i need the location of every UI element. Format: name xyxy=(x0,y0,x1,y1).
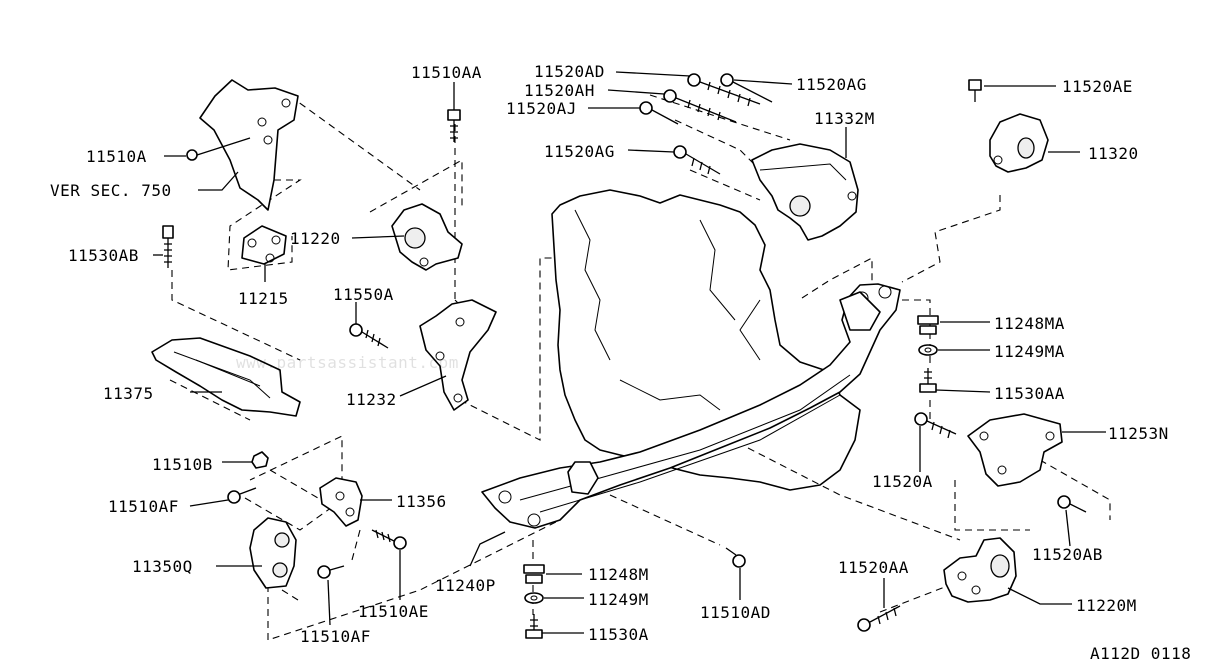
bracket-11375 xyxy=(151,337,301,417)
upper-left-bracket xyxy=(199,79,299,211)
nut-11510b xyxy=(251,451,269,469)
label-11520a: 11520A xyxy=(872,472,933,491)
bolt-11510ad xyxy=(725,547,746,568)
label-11249ma: 11249MA xyxy=(994,342,1065,361)
label-11530a: 11530A xyxy=(588,625,649,644)
label-11240p: 11240P xyxy=(435,576,496,595)
label-11220: 11220 xyxy=(290,229,341,248)
washer-11249ma xyxy=(918,344,938,356)
label-11253n: 11253N xyxy=(1108,424,1169,443)
label-11520ag-top: 11520AG xyxy=(796,75,867,94)
mount-11220 xyxy=(391,203,463,271)
bolt-11530ab xyxy=(162,225,174,268)
label-11530ab: 11530AB xyxy=(68,246,139,265)
label-11520ad: 11520AD xyxy=(534,62,605,81)
label-11332m: 11332M xyxy=(814,109,875,128)
bolt-11510af-lower xyxy=(317,565,345,579)
label-11510aa: 11510AA xyxy=(411,63,482,82)
bolt-11510ae xyxy=(371,529,407,550)
center-member xyxy=(481,283,901,529)
watermark: www.partsassistant.com xyxy=(236,353,459,372)
bolt-11530aa xyxy=(919,368,937,393)
insulator-11248m xyxy=(523,564,545,584)
label-11510ad: 11510AD xyxy=(700,603,771,622)
bolt-11510af-upper xyxy=(227,487,257,504)
label-11520aa: 11520AA xyxy=(838,558,909,577)
label-11520ag-mid: 11520AG xyxy=(544,142,615,161)
figure-code: A112D 0118 xyxy=(1090,644,1191,663)
label-ver-sec-750: VER SEC. 750 xyxy=(50,181,172,200)
label-11220m: 11220M xyxy=(1076,596,1137,615)
plate-11215 xyxy=(241,225,287,265)
label-11248ma: 11248MA xyxy=(994,314,1065,333)
bolt-11520aa xyxy=(857,605,901,632)
bolt-11510a xyxy=(186,137,251,161)
label-11520ab: 11520AB xyxy=(1032,545,1103,564)
insulator-11248ma xyxy=(917,315,939,335)
label-11215: 11215 xyxy=(238,289,289,308)
label-11510af-upper: 11510AF xyxy=(108,497,179,516)
label-11248m: 11248M xyxy=(588,565,649,584)
mount-11220m xyxy=(943,537,1017,603)
bracket-11232 xyxy=(419,299,497,411)
label-11520ae: 11520AE xyxy=(1062,77,1133,96)
label-11320: 11320 xyxy=(1088,144,1139,163)
mount-11350q xyxy=(249,517,297,589)
label-11510ae: 11510AE xyxy=(358,602,429,621)
label-11249m: 11249M xyxy=(588,590,649,609)
bracket-11332m xyxy=(751,143,859,241)
label-11550a: 11550A xyxy=(333,285,394,304)
label-11510a: 11510A xyxy=(86,147,147,166)
bracket-11253n xyxy=(967,413,1063,487)
bolt-11550a xyxy=(349,323,389,349)
bolt-11510aa xyxy=(447,109,461,142)
label-11232: 11232 xyxy=(346,390,397,409)
part-labels: 11510A VER SEC. 750 11530AB 11215 11510A… xyxy=(50,62,1191,663)
label-11510b: 11510B xyxy=(152,455,213,474)
washer-11249m xyxy=(524,592,544,604)
label-11520ah: 11520AH xyxy=(524,81,595,100)
bolt-11520ab xyxy=(1057,495,1087,513)
mount-11320 xyxy=(989,113,1049,173)
label-11520aj: 11520AJ xyxy=(506,99,577,118)
bolt-11520a xyxy=(914,412,957,439)
bolts-top-group xyxy=(639,73,773,175)
label-11530aa: 11530AA xyxy=(994,384,1065,403)
leader-lines xyxy=(153,71,1106,634)
bolt-11520ae xyxy=(968,79,982,102)
bolt-11530a xyxy=(525,614,543,639)
label-11356: 11356 xyxy=(396,492,447,511)
bracket-11356 xyxy=(319,477,363,527)
label-11350q: 11350Q xyxy=(132,557,193,576)
label-11375: 11375 xyxy=(103,384,154,403)
label-11510af-lower: 11510AF xyxy=(300,627,371,646)
